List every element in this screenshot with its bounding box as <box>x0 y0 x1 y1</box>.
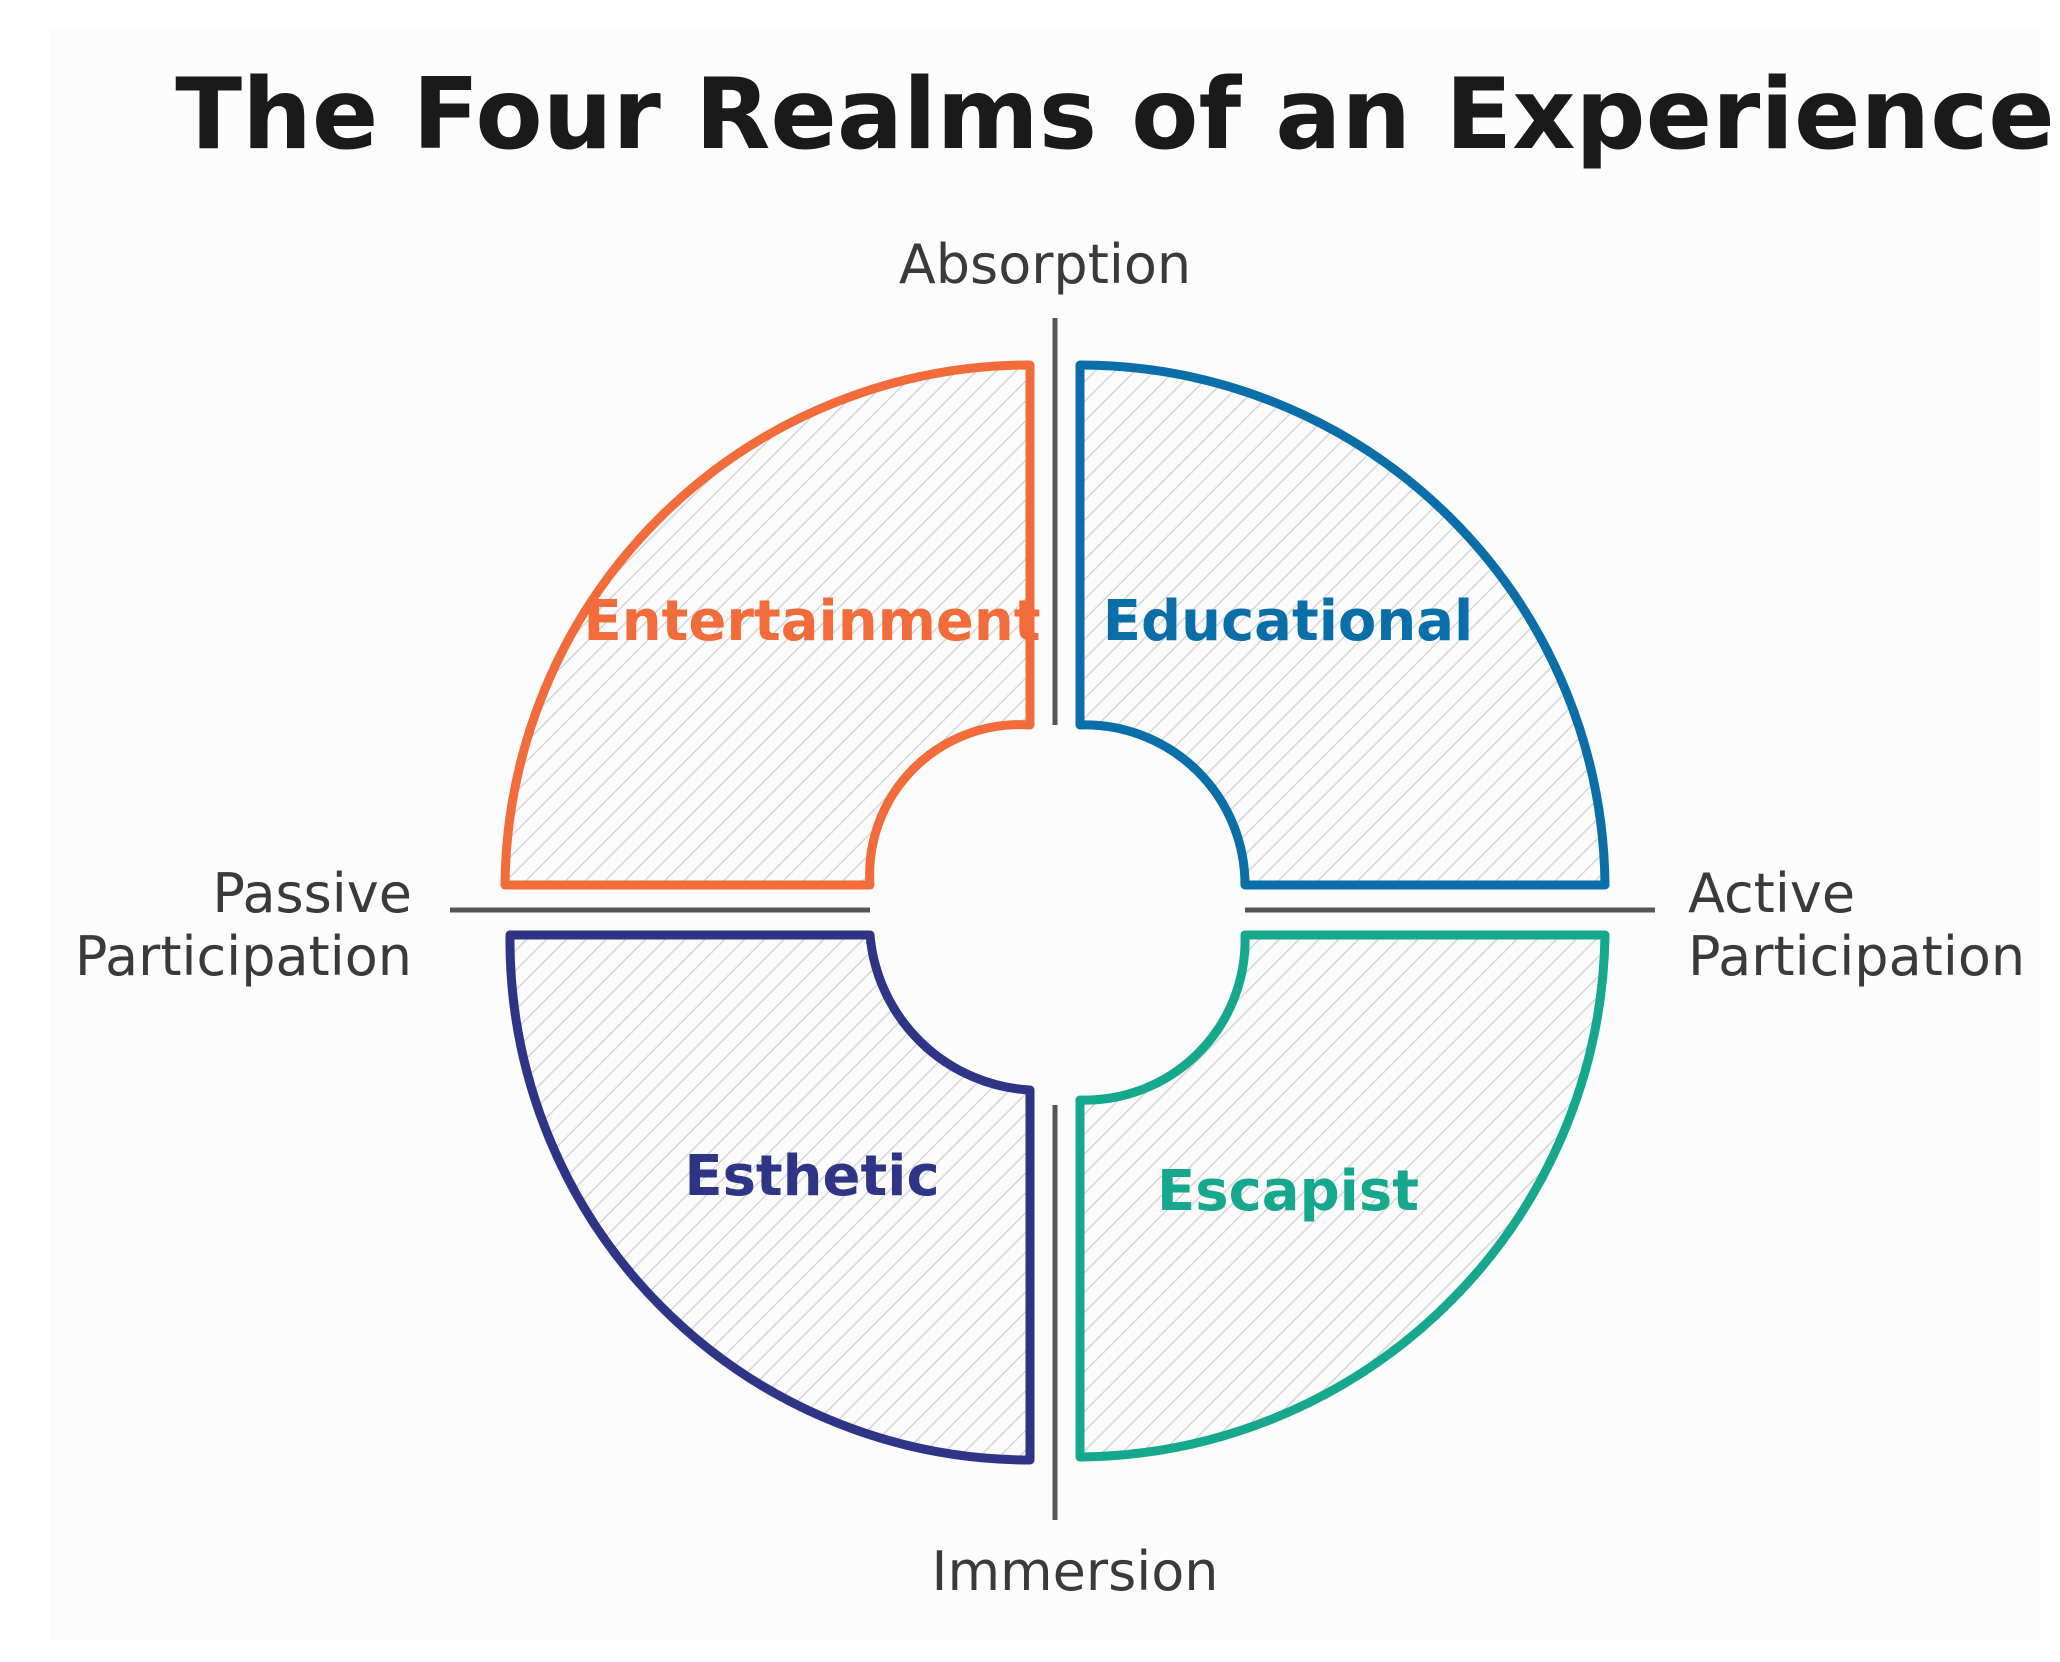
absorption-label: Absorption <box>899 233 1191 296</box>
passive-label-line1: Passive <box>212 862 412 925</box>
educational-quadrant <box>1075 360 1610 890</box>
background <box>50 30 2040 1640</box>
immersion-label: Immersion <box>932 1540 1219 1603</box>
educational-label: Educational <box>1103 589 1473 654</box>
escapist-quadrant <box>1075 930 1610 1462</box>
entertainment-quadrant <box>500 360 1035 890</box>
esthetic-label: Esthetic <box>684 1144 939 1209</box>
entertainment-label: Entertainment <box>583 589 1040 654</box>
participation-label-left: Participation <box>75 925 412 988</box>
esthetic-quadrant <box>505 930 1035 1465</box>
escapist-label: Escapist <box>1157 1159 1419 1224</box>
active-label-line1: Active <box>1688 862 1855 925</box>
participation-label-right: Participation <box>1688 925 2025 988</box>
page-title: The Four Realms of an Experience <box>175 58 2055 172</box>
